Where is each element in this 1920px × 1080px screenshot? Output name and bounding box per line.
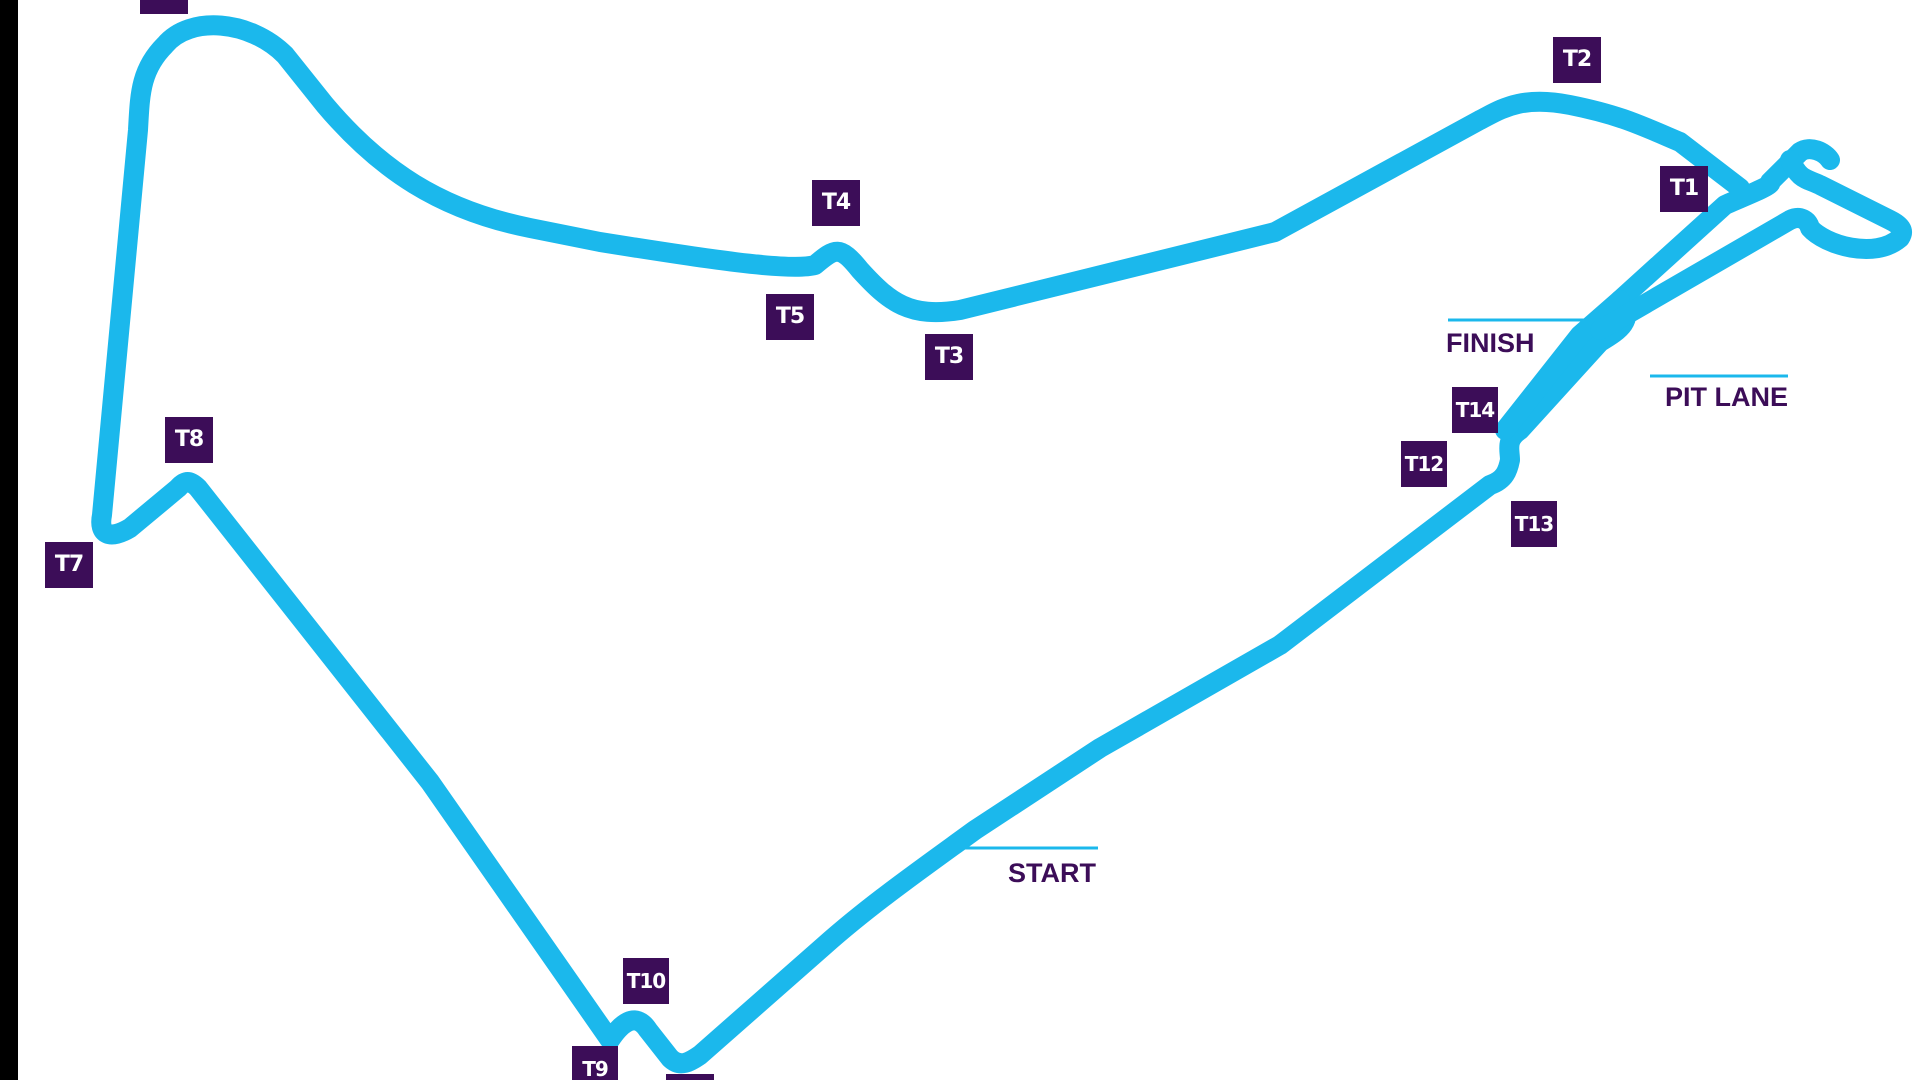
pit-exit-path [1590, 150, 1912, 340]
turn-badge-t7: T7 [45, 542, 93, 588]
pit-lane-path [1495, 290, 1630, 440]
turn-badge-t5: T5 [766, 294, 814, 340]
circuit-path [91, 15, 1840, 1074]
turn-badge-t10: T10 [623, 958, 669, 1004]
left-edge-bar [0, 0, 18, 1080]
turn-badge-t14: T14 [1452, 387, 1498, 433]
turn-badge-t9: T9 [572, 1046, 618, 1080]
turn-badge-partial-top [140, 0, 188, 14]
pit-lane-label: PIT LANE [1665, 382, 1789, 412]
turn-badge-t2: T2 [1553, 37, 1601, 83]
turn-badge-partial-bottom [666, 1074, 714, 1080]
turn-badge-t1: T1 [1660, 166, 1708, 212]
turn-badge-t12: T12 [1401, 441, 1447, 487]
start-label: START [1008, 858, 1096, 888]
turn-badge-t4: T4 [812, 180, 860, 226]
turn-badge-t8: T8 [165, 417, 213, 463]
turn-badge-t3: T3 [925, 334, 973, 380]
turn-badge-t13: T13 [1511, 501, 1557, 547]
finish-label: FINISH [1446, 328, 1535, 358]
